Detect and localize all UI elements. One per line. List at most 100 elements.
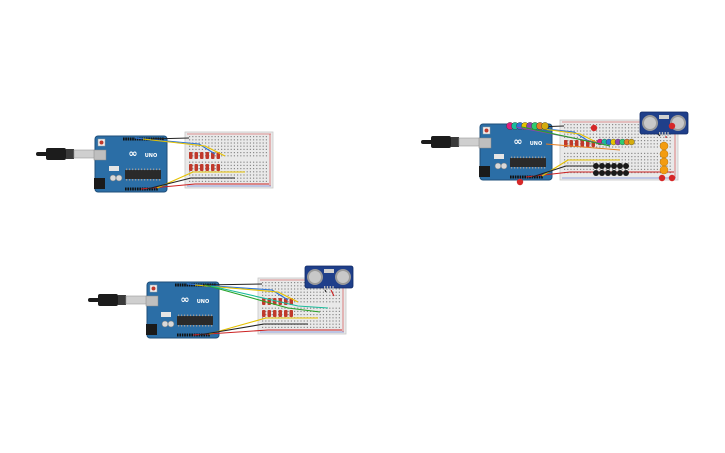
breadboard-hole	[332, 298, 334, 300]
push-button[interactable]	[599, 163, 605, 169]
breadboard-hole	[605, 152, 607, 154]
breadboard-hole	[214, 145, 216, 147]
breadboard-hole	[628, 152, 630, 154]
chip-pin	[211, 325, 213, 327]
chip-pin	[129, 168, 131, 171]
push-button[interactable]	[593, 170, 599, 176]
breadboard-hole	[259, 152, 261, 154]
header-pin	[538, 175, 541, 179]
breadboard-hole	[570, 152, 572, 154]
breadboard-hole	[246, 145, 248, 147]
breadboard-hole	[618, 130, 620, 132]
usb-connector	[46, 148, 66, 160]
arduino-board[interactable]	[94, 135, 168, 193]
breadboard-hole	[233, 136, 235, 138]
breadboard-hole	[326, 323, 328, 325]
breadboard-hole	[634, 124, 636, 126]
chip-pin	[211, 314, 213, 317]
breadboard-hole	[278, 282, 280, 284]
breadboard-hole	[217, 174, 219, 176]
breadboard-hole	[656, 143, 658, 145]
chip-pin	[523, 167, 525, 169]
breadboard-hole	[306, 314, 308, 316]
push-button[interactable]	[623, 163, 629, 169]
breadboard-hole	[300, 288, 302, 290]
breadboard-hole	[240, 148, 242, 150]
breadboard-hole	[259, 136, 261, 138]
breadboard-hole	[233, 155, 235, 157]
push-button[interactable]	[605, 170, 611, 176]
breadboard-hole	[653, 165, 655, 167]
breadboard-hole	[306, 298, 308, 300]
push-button[interactable]	[611, 170, 617, 176]
breadboard-hole	[589, 136, 591, 138]
breadboard-hole	[335, 301, 337, 303]
breadboard-hole	[256, 180, 258, 182]
breadboard-hole	[224, 142, 226, 144]
power-jack	[94, 178, 105, 189]
breadboard-hole	[224, 145, 226, 147]
header-pin	[186, 283, 189, 287]
breadboard-hole	[211, 136, 213, 138]
breadboard-hole	[240, 177, 242, 179]
header-pin	[186, 333, 189, 337]
breadboard-hole	[243, 174, 245, 176]
breadboard-hole	[249, 148, 251, 150]
push-button[interactable]	[605, 163, 611, 169]
breadboard-hole	[310, 291, 312, 293]
chip-pin	[184, 314, 186, 317]
sensor-transducer-mesh	[644, 117, 656, 129]
arduino-board[interactable]	[146, 281, 220, 339]
push-button[interactable]	[617, 170, 623, 176]
push-button[interactable]	[611, 163, 617, 169]
breadboard-hole	[259, 180, 261, 182]
breadboard-hole	[322, 291, 324, 293]
push-button[interactable]	[617, 163, 623, 169]
breadboard-hole	[618, 127, 620, 129]
breadboard-hole	[634, 162, 636, 164]
push-button[interactable]	[599, 170, 605, 176]
breadboard-hole	[637, 146, 639, 148]
breadboard-hole	[621, 159, 623, 161]
breadboard-hole	[564, 133, 566, 135]
crystal	[494, 154, 504, 159]
breadboard-hole	[644, 140, 646, 142]
push-button[interactable]	[593, 163, 599, 169]
breadboard-hole	[230, 161, 232, 163]
breadboard-hole	[246, 142, 248, 144]
breadboard-hole	[656, 168, 658, 170]
breadboard-hole	[666, 136, 668, 138]
breadboard-hole	[335, 323, 337, 325]
breadboard-hole	[310, 323, 312, 325]
breadboard-hole	[573, 172, 575, 174]
breadboard-hole	[602, 146, 604, 148]
breadboard-hole	[319, 307, 321, 309]
breadboard-hole	[624, 124, 626, 126]
breadboard-hole	[192, 155, 194, 157]
breadboard-hole	[259, 155, 261, 157]
chip-pin	[184, 325, 186, 327]
breadboard-hole	[329, 301, 331, 303]
breadboard-hole	[217, 142, 219, 144]
breadboard-hole	[576, 136, 578, 138]
breadboard-hole	[281, 282, 283, 284]
breadboard-hole	[227, 142, 229, 144]
breadboard-hole	[335, 320, 337, 322]
breadboard-hole	[192, 136, 194, 138]
breadboard-hole	[599, 127, 601, 129]
push-button[interactable]	[623, 170, 629, 176]
breadboard-hole	[284, 307, 286, 309]
breadboard-hole	[274, 288, 276, 290]
breadboard-hole	[628, 133, 630, 135]
breadboard-hole	[634, 136, 636, 138]
header-pin	[132, 187, 134, 191]
breadboard-hole	[605, 133, 607, 135]
breadboard-hole	[338, 307, 340, 309]
breadboard-hole	[287, 301, 289, 303]
breadboard-hole	[669, 143, 671, 145]
breadboard-hole	[214, 164, 216, 166]
breadboard-hole	[640, 165, 642, 167]
breadboard-hole	[338, 288, 340, 290]
breadboard-hole	[599, 162, 601, 164]
